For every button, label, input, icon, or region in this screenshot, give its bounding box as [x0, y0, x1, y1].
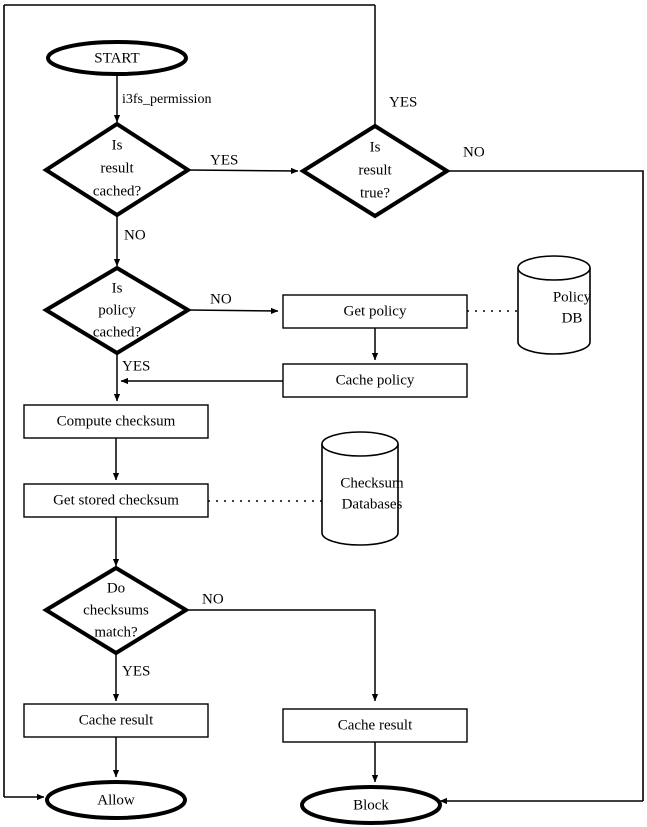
- edge-result-cached-yes: [187, 167, 299, 175]
- edge-label-checksums-yes: YES: [122, 663, 150, 679]
- edge-label-result-cached-no: NO: [124, 227, 146, 243]
- node-compute-checksum[interactable]: [23, 404, 209, 439]
- node-get-stored-checksum-label: Get stored checksum: [53, 492, 179, 508]
- node-is-policy-cached-line3: cached?: [93, 324, 142, 340]
- node-cache-result-block-label: Cache result: [338, 717, 413, 733]
- node-is-result-cached-line2: result: [100, 160, 134, 176]
- node-do-checksums-match-line1: Do: [107, 580, 125, 596]
- edge-policy-cached-no: [187, 307, 279, 315]
- node-policy-db-line1: Policy: [553, 289, 592, 305]
- node-do-checksums-match-line2: checksums: [83, 602, 149, 618]
- node-checksum-db-line2: Databases: [342, 496, 403, 512]
- node-do-checksums-match-line3: match?: [94, 624, 138, 640]
- edge-label-checksums-no: NO: [202, 591, 224, 607]
- edge-label-policy-cached-no: NO: [210, 291, 232, 307]
- policy-db-top: [517, 255, 591, 281]
- node-compute-checksum-label: Compute checksum: [57, 413, 176, 429]
- node-cache-policy-label: Cache policy: [336, 372, 415, 388]
- node-block[interactable]: [300, 785, 442, 825]
- node-is-result-true-line1: Is: [370, 139, 381, 155]
- node-is-result-true[interactable]: [299, 123, 451, 219]
- node-allow-label: Allow: [97, 792, 135, 808]
- node-policy-db-line2: DB: [562, 310, 583, 326]
- node-is-result-cached-line1: Is: [112, 137, 123, 153]
- node-is-policy-cached-line1: Is: [112, 280, 123, 296]
- node-block-label: Block: [353, 797, 389, 813]
- policy-db-body: [517, 268, 591, 355]
- node-is-result-true-line2: result: [358, 162, 392, 178]
- checksum-db-body: [321, 444, 399, 546]
- node-cache-policy[interactable]: [282, 363, 468, 398]
- edge-label-result-cached-yes: YES: [210, 152, 238, 168]
- node-get-policy-label: Get policy: [344, 303, 407, 319]
- node-is-policy-cached-line2: policy: [98, 302, 136, 318]
- frame-right-rail: [448, 170, 644, 801]
- node-cache-result-allow-label: Cache result: [79, 712, 154, 728]
- edge-label-result-true-yes: YES: [389, 94, 417, 110]
- node-checksum-db[interactable]: [321, 431, 399, 546]
- node-is-result-cached-line3: cached?: [93, 183, 142, 199]
- node-policy-db[interactable]: [517, 255, 591, 355]
- edge-label-result-true-no: NO: [463, 144, 485, 160]
- checksum-db-top: [321, 431, 399, 457]
- edge-label-policy-cached-yes: YES: [122, 358, 150, 374]
- edge-label-i3fs-permission: i3fs_permission: [122, 92, 211, 107]
- node-start-label: START: [94, 50, 139, 66]
- edge-checksums-no: [186, 609, 379, 702]
- node-allow[interactable]: [45, 780, 187, 820]
- node-start[interactable]: [46, 40, 188, 76]
- node-is-result-true-line3: true?: [360, 185, 390, 201]
- node-checksum-db-line1: Checksum: [340, 475, 404, 491]
